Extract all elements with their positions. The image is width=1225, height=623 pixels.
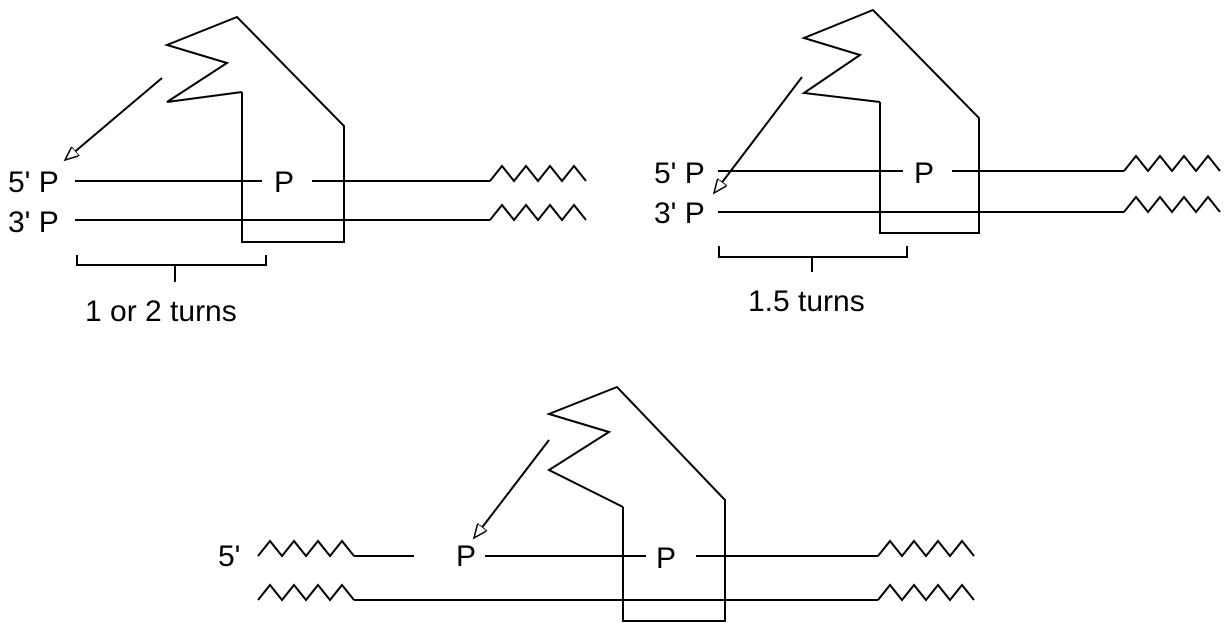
zigzag-top-left xyxy=(257,539,355,558)
label-internal-p: P xyxy=(274,166,294,199)
label-p-right: P xyxy=(656,542,676,575)
diagram-3: 5' P P xyxy=(218,385,975,622)
zigzag-bottom-right xyxy=(877,583,975,602)
zigzag-bottom xyxy=(489,203,587,222)
cleavage-arrow xyxy=(714,76,803,193)
enzyme-outline xyxy=(545,385,726,622)
cleavage-arrow xyxy=(65,77,163,160)
label-5-prime: 5' P xyxy=(654,157,705,190)
diagram-2: 5' P 3' P P 1.5 turns xyxy=(654,8,1221,318)
bracket-caption: 1 or 2 turns xyxy=(85,295,237,328)
label-3-prime: 3' P xyxy=(654,197,705,230)
label-internal-p: P xyxy=(914,157,934,190)
label-3-prime: 3' P xyxy=(8,206,59,239)
zigzag-top xyxy=(489,164,587,183)
zigzag-bottom-left xyxy=(257,583,355,602)
bracket xyxy=(718,246,908,272)
diagram-1: 5' P 3' P P 1 or 2 turns xyxy=(8,15,587,328)
label-5-prime: 5' xyxy=(218,540,240,573)
enzyme-outline xyxy=(801,8,980,234)
zigzag-top xyxy=(1123,154,1221,173)
bracket-caption: 1.5 turns xyxy=(748,285,865,318)
label-p-left: P xyxy=(456,540,476,573)
bracket xyxy=(76,255,267,282)
zigzag-top-right xyxy=(877,539,975,558)
label-5-prime: 5' P xyxy=(8,166,59,199)
cleavage-arrow xyxy=(474,439,550,538)
zigzag-bottom xyxy=(1123,195,1221,214)
enzyme-outline xyxy=(163,15,345,243)
